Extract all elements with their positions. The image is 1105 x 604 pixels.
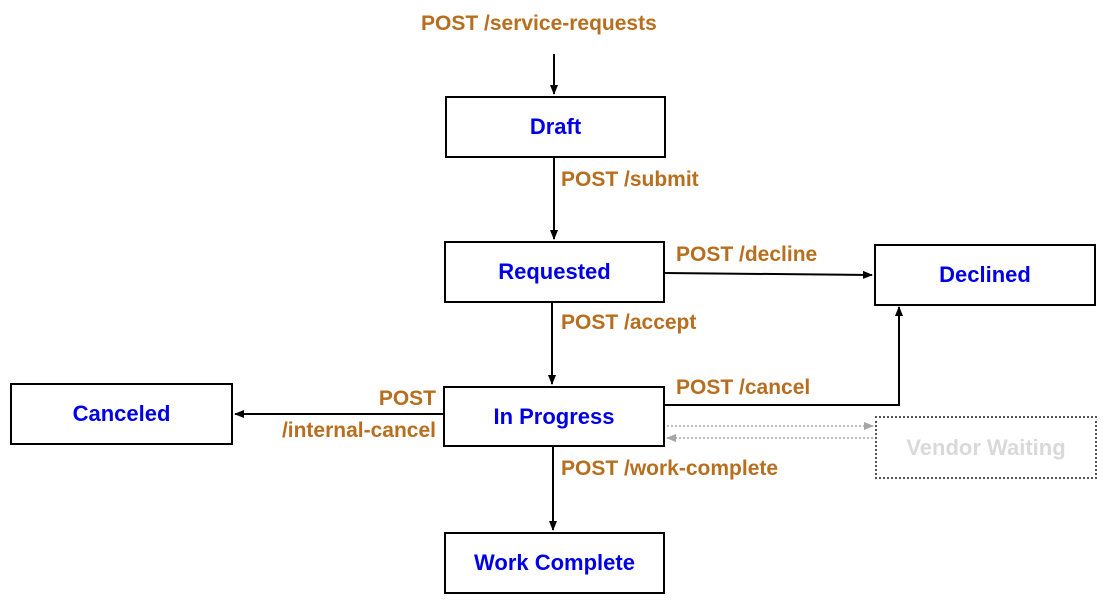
state-declined: Declined — [874, 244, 1096, 306]
arrow-cancel — [665, 306, 903, 406]
state-canceled: Canceled — [10, 383, 233, 445]
state-vendor-waiting: Vendor Waiting — [875, 416, 1097, 479]
transition-label-cancel: POST /cancel — [676, 376, 811, 399]
transition-label-internal-cancel-line1: POST — [378, 387, 436, 410]
state-draft: Draft — [445, 96, 666, 158]
transition-label-decline: POST /decline — [676, 243, 818, 266]
transition-label-work-complete: POST /work-complete — [561, 457, 779, 480]
transition-label-internal-cancel-line2: /internal-cancel — [281, 419, 436, 442]
transition-label-create: POST /service-requests — [421, 12, 657, 35]
state-work-complete: Work Complete — [444, 532, 665, 594]
arrow-decline — [664, 270, 873, 279]
state-in-progress: In Progress — [443, 386, 665, 447]
state-requested: Requested — [444, 241, 665, 303]
transition-label-submit: POST /submit — [561, 168, 699, 191]
transition-label-accept: POST /accept — [561, 311, 697, 334]
